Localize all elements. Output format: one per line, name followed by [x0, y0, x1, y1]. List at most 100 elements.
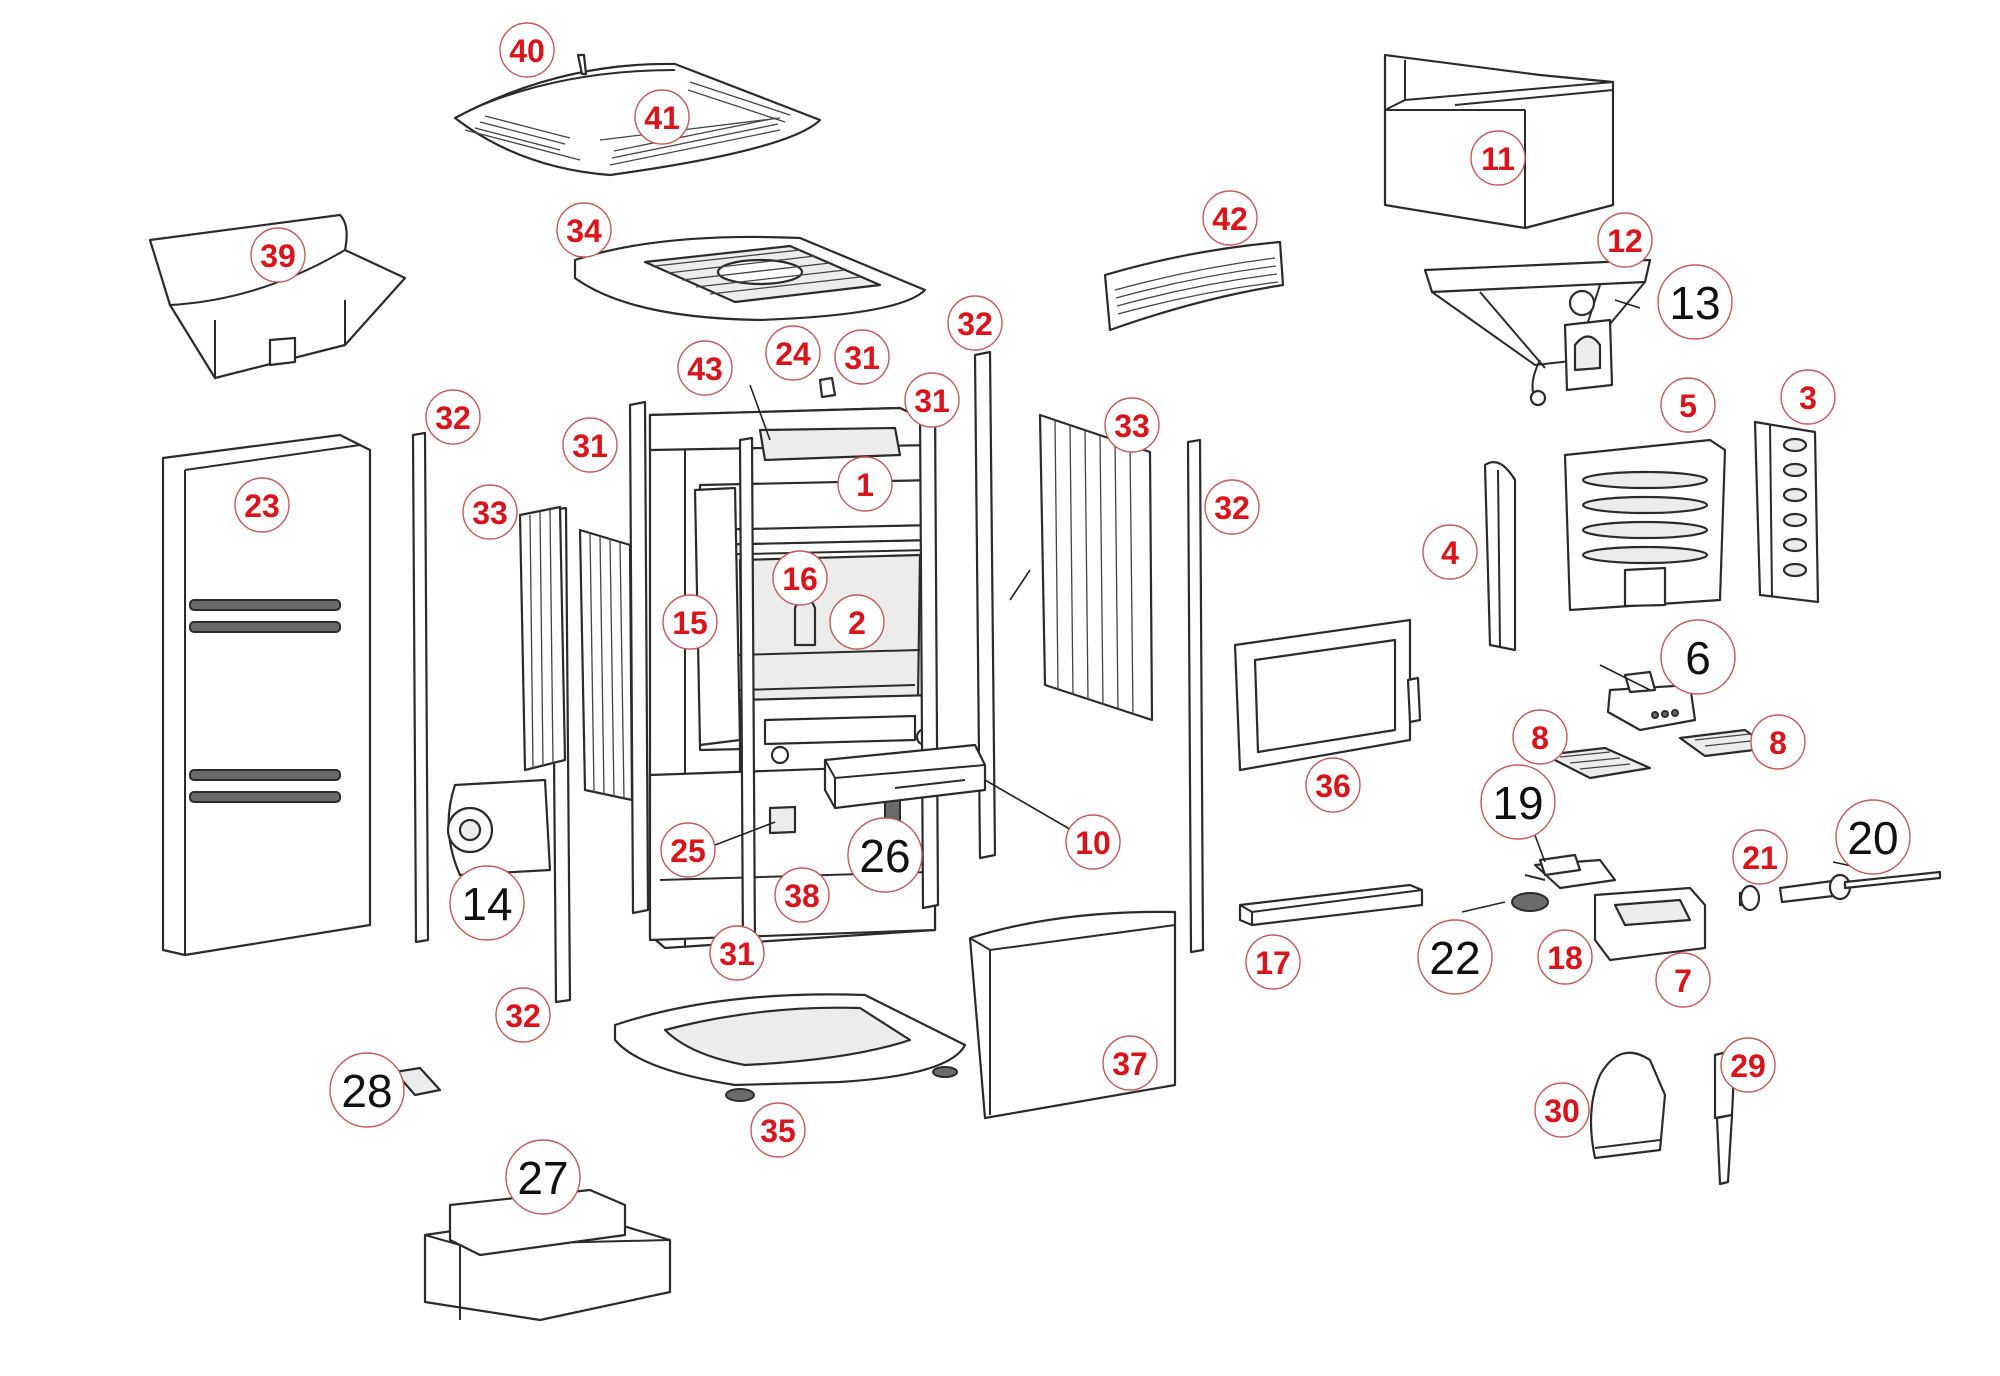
callout-label: 24	[775, 336, 811, 372]
callout-circle	[562, 417, 618, 473]
callout-18: 18	[1537, 929, 1593, 985]
callout-15: 15	[662, 594, 718, 650]
callout-circle	[1597, 212, 1653, 268]
callout-circle	[1657, 264, 1733, 340]
callout-label: 7	[1674, 963, 1692, 999]
callout-36: 36	[1305, 757, 1361, 813]
callout-circle	[837, 456, 893, 512]
callout-16: 16	[772, 550, 828, 606]
callout-label: 38	[784, 878, 820, 914]
callout-label: 31	[914, 383, 950, 419]
callout-label: 17	[1255, 945, 1291, 981]
part-igniter	[1738, 870, 1942, 912]
callout-27: 27	[505, 1139, 581, 1215]
callout-circle	[1780, 369, 1836, 425]
callout-label: 6	[1685, 632, 1711, 684]
callout-31: 31	[709, 925, 765, 981]
part-ash-drawer	[823, 743, 987, 810]
callout-17: 17	[1245, 934, 1301, 990]
callout-label: 36	[1315, 768, 1351, 804]
callout-42: 42	[1202, 190, 1258, 246]
callout-circle	[947, 295, 1003, 351]
callout-label: 12	[1607, 223, 1643, 259]
callout-label: 13	[1669, 277, 1720, 329]
callout-8: 8	[1750, 714, 1806, 770]
callout-circle	[772, 550, 828, 606]
callout-34: 34	[556, 202, 612, 258]
callout-circle	[1660, 377, 1716, 433]
callout-label: 40	[509, 33, 545, 69]
callout-7: 7	[1655, 952, 1711, 1008]
callout-label: 3	[1799, 380, 1817, 416]
callout-label: 33	[472, 495, 508, 531]
part-side-exchanger	[1753, 420, 1820, 604]
callout-3: 3	[1780, 369, 1836, 425]
callout-32: 32	[495, 987, 551, 1043]
part-door	[1233, 618, 1422, 772]
callout-label: 8	[1769, 725, 1787, 761]
callout-label: 29	[1730, 1048, 1766, 1084]
callout-circle	[709, 925, 765, 981]
callout-label: 32	[435, 400, 471, 436]
callout-circle	[847, 817, 923, 893]
callout-circle	[750, 1102, 806, 1158]
part-exchanger-plate	[1563, 438, 1727, 612]
callout-21: 21	[1732, 829, 1788, 885]
callout-circle	[1732, 829, 1788, 885]
callout-circle	[1750, 714, 1806, 770]
callout-label: 31	[572, 428, 608, 464]
callout-circle	[1534, 1082, 1590, 1138]
callout-41: 41	[634, 89, 690, 145]
callout-circle	[499, 22, 555, 78]
callout-19: 19	[1480, 764, 1556, 840]
callout-label: 35	[760, 1113, 796, 1149]
callout-label: 32	[1214, 490, 1250, 526]
callout-10: 10	[1065, 814, 1121, 870]
callout-label: 31	[719, 936, 755, 972]
callout-circle	[904, 372, 960, 428]
callout-circle	[660, 822, 716, 878]
callout-circle	[1655, 952, 1711, 1008]
part-trim-far-right	[1186, 438, 1205, 954]
callout-circle	[1204, 479, 1260, 535]
part-base	[613, 993, 967, 1102]
callout-circle	[1102, 1035, 1158, 1091]
callout-29: 29	[1720, 1037, 1776, 1093]
callout-circle	[1835, 799, 1911, 875]
callout-circle	[834, 329, 890, 385]
callout-label: 11	[1481, 141, 1515, 177]
callout-11: 11	[1470, 130, 1526, 186]
part-trim-right-front	[973, 350, 997, 860]
callout-circle	[250, 227, 306, 283]
callout-13: 13	[1657, 264, 1733, 340]
callout-label: 16	[782, 561, 818, 597]
callout-14: 14	[449, 865, 525, 941]
callout-circle	[495, 987, 551, 1043]
callout-35: 35	[750, 1102, 806, 1158]
callout-5: 5	[1660, 377, 1716, 433]
callout-label: 14	[461, 878, 512, 930]
callout-circle	[1104, 397, 1160, 453]
part-stove-body	[648, 406, 937, 950]
callout-33: 33	[462, 484, 518, 540]
callout-23: 23	[234, 477, 290, 533]
callout-label: 22	[1429, 932, 1480, 984]
callout-26: 26	[847, 817, 923, 893]
callout-circle	[1305, 757, 1361, 813]
part-glove	[1589, 1051, 1667, 1160]
part-remote	[393, 1066, 442, 1097]
callout-circle	[1470, 130, 1526, 186]
callout-31: 31	[904, 372, 960, 428]
part-fins-left	[518, 505, 634, 802]
callout-label: 33	[1114, 408, 1150, 444]
callout-circle	[662, 594, 718, 650]
callout-label: 5	[1679, 388, 1697, 424]
part-brazier	[1606, 670, 1697, 732]
callout-label: 19	[1492, 777, 1543, 829]
callout-40: 40	[499, 22, 555, 78]
callout-circle	[425, 389, 481, 445]
callout-circle	[462, 484, 518, 540]
callout-circle	[234, 477, 290, 533]
